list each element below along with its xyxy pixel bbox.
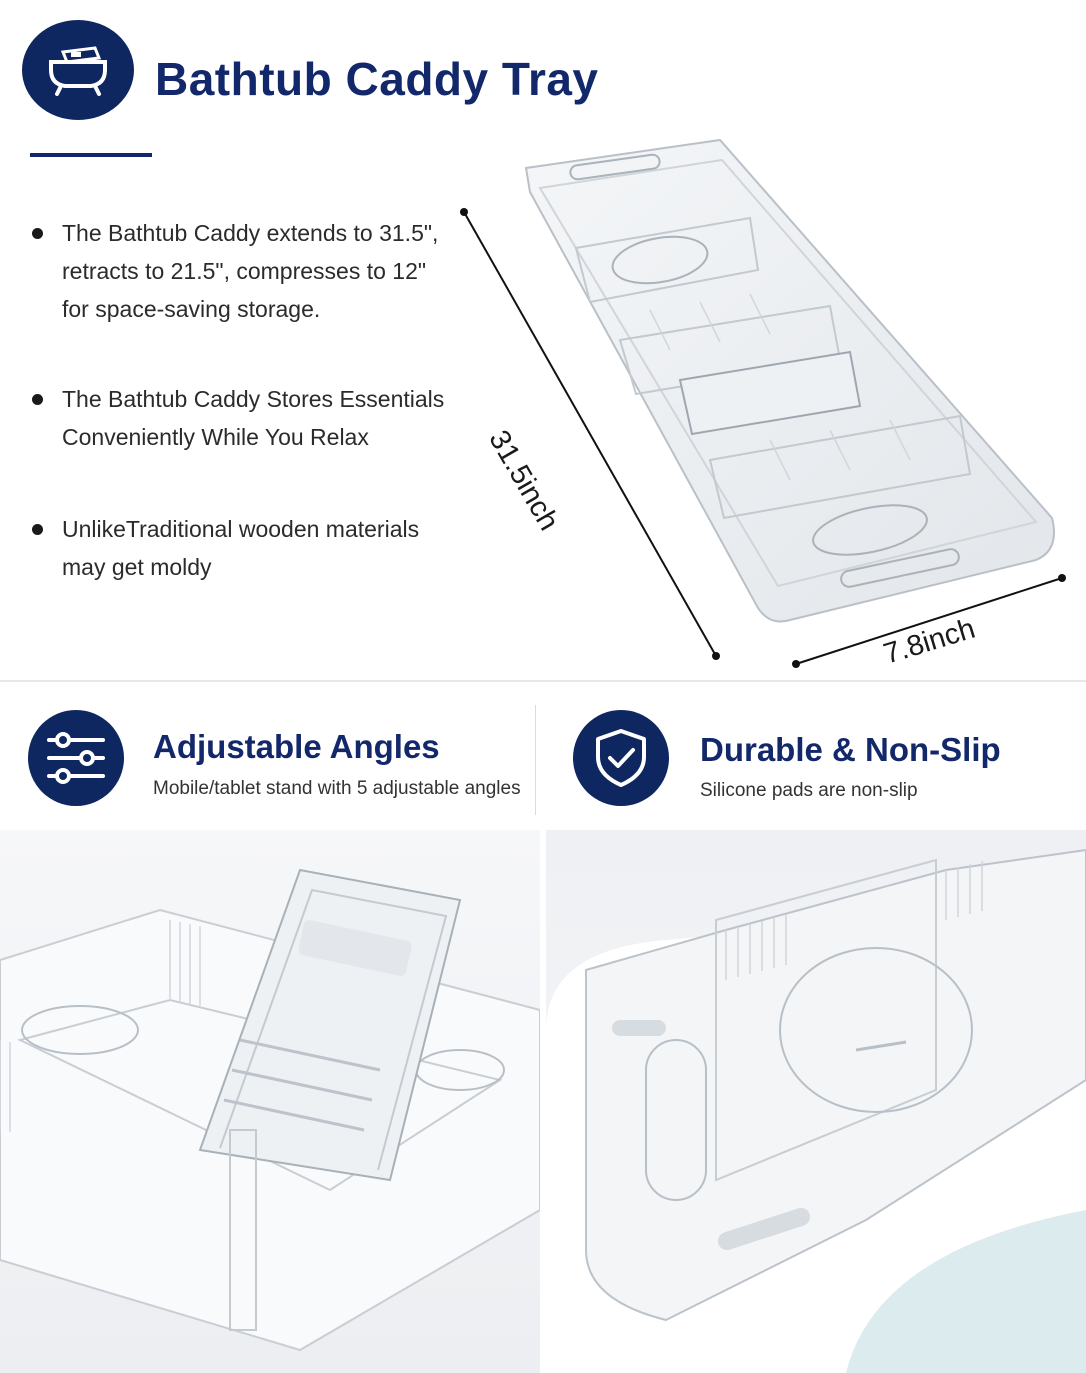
width-dimension-line — [792, 574, 1066, 668]
bullet-dot — [32, 394, 43, 405]
shield-check-icon — [596, 729, 646, 787]
bullet-item: UnlikeTraditional wooden materials may g… — [30, 510, 470, 586]
feature-badge — [28, 710, 124, 806]
bullet-item: The Bathtub Caddy extends to 31.5", retr… — [30, 214, 470, 328]
bullet-dot — [32, 524, 43, 535]
bullet-text: retracts to 21.5", compresses to 12" — [62, 258, 427, 284]
caddy-tray-image — [524, 138, 1055, 623]
feature-title: Adjustable Angles — [153, 728, 440, 765]
feature-divider — [535, 705, 536, 815]
bullet-dot — [32, 228, 43, 239]
bullet-text: for space-saving storage. — [62, 296, 321, 322]
bullet-text: may get moldy — [62, 554, 212, 580]
feature-title: Durable & Non-Slip — [700, 731, 1001, 768]
adjustable-angles-photo — [0, 830, 540, 1373]
page-title: Bathtub Caddy Tray — [155, 53, 599, 105]
feature-badge — [573, 710, 669, 806]
bullet-text: The Bathtub Caddy extends to 31.5", — [62, 220, 439, 246]
feature-bullets: The Bathtub Caddy extends to 31.5", retr… — [30, 214, 470, 642]
bullet-item: The Bathtub Caddy Stores Essentials Conv… — [30, 380, 470, 456]
feature-subtitle: Mobile/tablet stand with 5 adjustable an… — [153, 778, 521, 799]
length-dimension-line — [460, 208, 720, 660]
bullet-text: UnlikeTraditional wooden materials — [62, 516, 420, 542]
caddy-illustration — [460, 138, 1066, 668]
bullet-text: Conveniently While You Relax — [62, 424, 369, 450]
bathtub-icon — [49, 46, 107, 96]
silicone-pad-image — [546, 848, 1086, 1373]
section-divider — [0, 680, 1086, 682]
tablet-stand-image — [0, 868, 540, 1352]
sliders-icon — [47, 732, 105, 784]
title-underline — [30, 153, 152, 157]
header-badge — [22, 20, 134, 120]
bullet-text: The Bathtub Caddy Stores Essentials — [62, 386, 445, 412]
non-slip-photo — [546, 830, 1086, 1373]
feature-subtitle: Silicone pads are non-slip — [700, 780, 918, 801]
